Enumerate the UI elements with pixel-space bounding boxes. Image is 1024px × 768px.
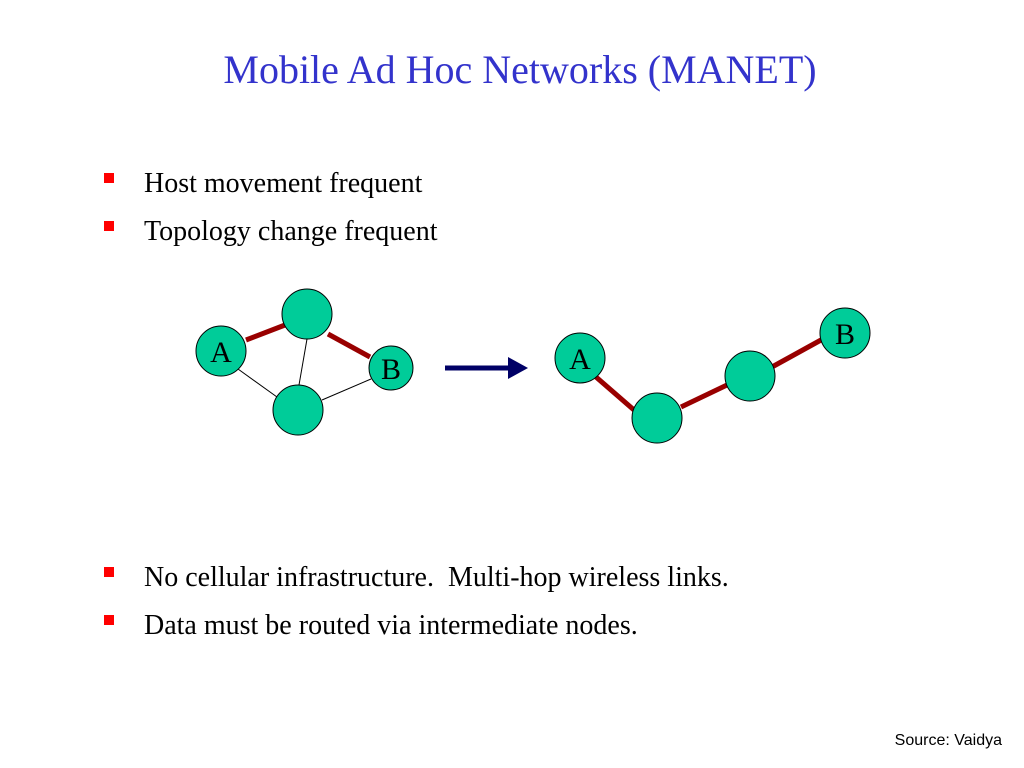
slide-title: Mobile Ad Hoc Networks (MANET) — [223, 47, 817, 92]
bullet-item: Data must be routed via intermediate nod… — [104, 602, 729, 650]
before-link-a-bottom — [237, 368, 278, 398]
after-link-n2-b — [770, 337, 823, 370]
bullet-list-bottom: No cellular infrastructure. Multi-hop wi… — [104, 554, 729, 650]
square-bullet-icon — [104, 567, 114, 577]
bullet-text: No cellular infrastructure. Multi-hop wi… — [144, 562, 729, 593]
square-bullet-icon — [104, 173, 114, 183]
after-node-b-label: B — [835, 318, 855, 351]
before-node-b-label: B — [381, 353, 401, 386]
before-link-b-bottom — [321, 378, 372, 401]
bullet-list-top: Host movement frequent Topology change f… — [104, 160, 438, 256]
before-node-top — [281, 288, 333, 340]
after-node-a — [554, 332, 606, 384]
bullet-item: Host movement frequent — [104, 160, 438, 208]
arrow-right-icon — [508, 357, 528, 379]
after-node-b — [819, 307, 871, 359]
bullet-item: No cellular infrastructure. Multi-hop wi… — [104, 554, 729, 602]
before-node-a — [195, 325, 247, 377]
before-link-a-top — [245, 322, 286, 343]
bullet-item: Topology change frequent — [104, 208, 438, 256]
bullet-text: Data must be routed via intermediate nod… — [144, 610, 638, 641]
after-link-n1-n2 — [679, 382, 729, 410]
square-bullet-icon — [104, 221, 114, 231]
before-link-top-b — [326, 331, 372, 360]
square-bullet-icon — [104, 615, 114, 625]
bullet-text: Host movement frequent — [144, 168, 423, 199]
after-node-middle-2 — [724, 350, 776, 402]
source-credit: Source: Vaidya — [894, 732, 1002, 749]
after-node-middle-1 — [631, 392, 683, 444]
after-node-a-label: A — [569, 343, 591, 376]
after-link-a-n1 — [594, 375, 636, 412]
bullet-text: Topology change frequent — [144, 216, 438, 247]
before-link-top-bottom — [298, 338, 308, 386]
before-node-bottom — [272, 384, 324, 436]
before-node-b — [368, 345, 414, 391]
before-node-a-label: A — [210, 336, 232, 369]
